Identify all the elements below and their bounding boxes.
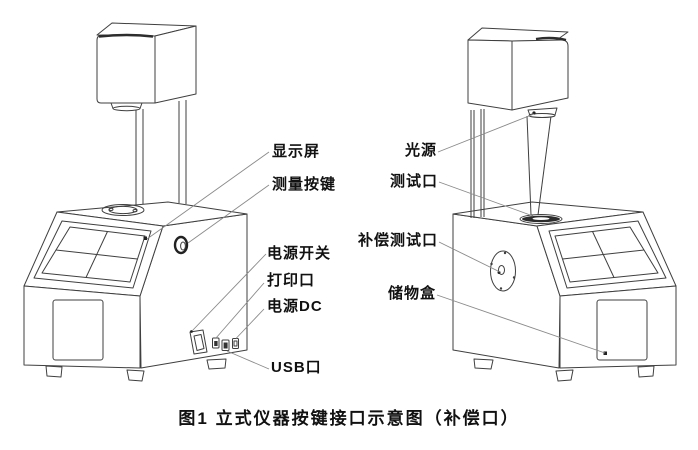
leader-display-screen: [146, 151, 270, 240]
display-leader-dot: [143, 236, 147, 240]
leader-test-port: [438, 181, 534, 217]
measure-button-drawing: [173, 235, 189, 255]
label-power-dc: 电源DC: [267, 298, 323, 315]
storage-box-leader-dot: [603, 351, 607, 355]
leader-usb-port: [226, 350, 270, 370]
left-top-port: [101, 204, 145, 216]
leader-measure-button: [187, 184, 270, 244]
leader-light-source: [437, 113, 535, 153]
left-instrument-drawing: [23, 22, 248, 382]
leader-printer-port: [215, 282, 265, 339]
leader-compensation-port: [438, 241, 501, 273]
label-test-port: 测试口: [389, 173, 438, 190]
label-compensation-test-port: 补偿测试口: [357, 232, 438, 249]
label-measure-button: 测量按键: [272, 176, 337, 193]
test-port-drawing: [519, 214, 563, 224]
leader-power-dc: [235, 308, 265, 339]
light-source-leader-dot: [532, 111, 536, 115]
right-column: [470, 109, 552, 218]
left-base: [23, 201, 248, 382]
label-printer-port: 打印口: [267, 272, 316, 289]
leader-storage-box: [436, 294, 606, 354]
right-head-unit: [467, 27, 569, 118]
compensation-port-drawing: [490, 250, 516, 292]
label-light-source: 光源: [404, 142, 437, 159]
left-head-unit: [96, 22, 197, 112]
label-storage-box: 储物盒: [387, 285, 436, 302]
rear-ports-drawing: [212, 337, 239, 351]
label-power-switch: 电源开关: [267, 245, 332, 262]
leader-lines: [146, 113, 606, 370]
right-base: [452, 201, 677, 382]
leader-power-switch: [191, 253, 267, 332]
label-usb-port: USB口: [271, 359, 322, 376]
label-display-screen: 显示屏: [272, 143, 321, 160]
figure-caption: 图1 立式仪器按键接口示意图（补偿口）: [178, 409, 520, 428]
left-column: [135, 100, 187, 207]
right-instrument-drawing: [452, 27, 677, 382]
